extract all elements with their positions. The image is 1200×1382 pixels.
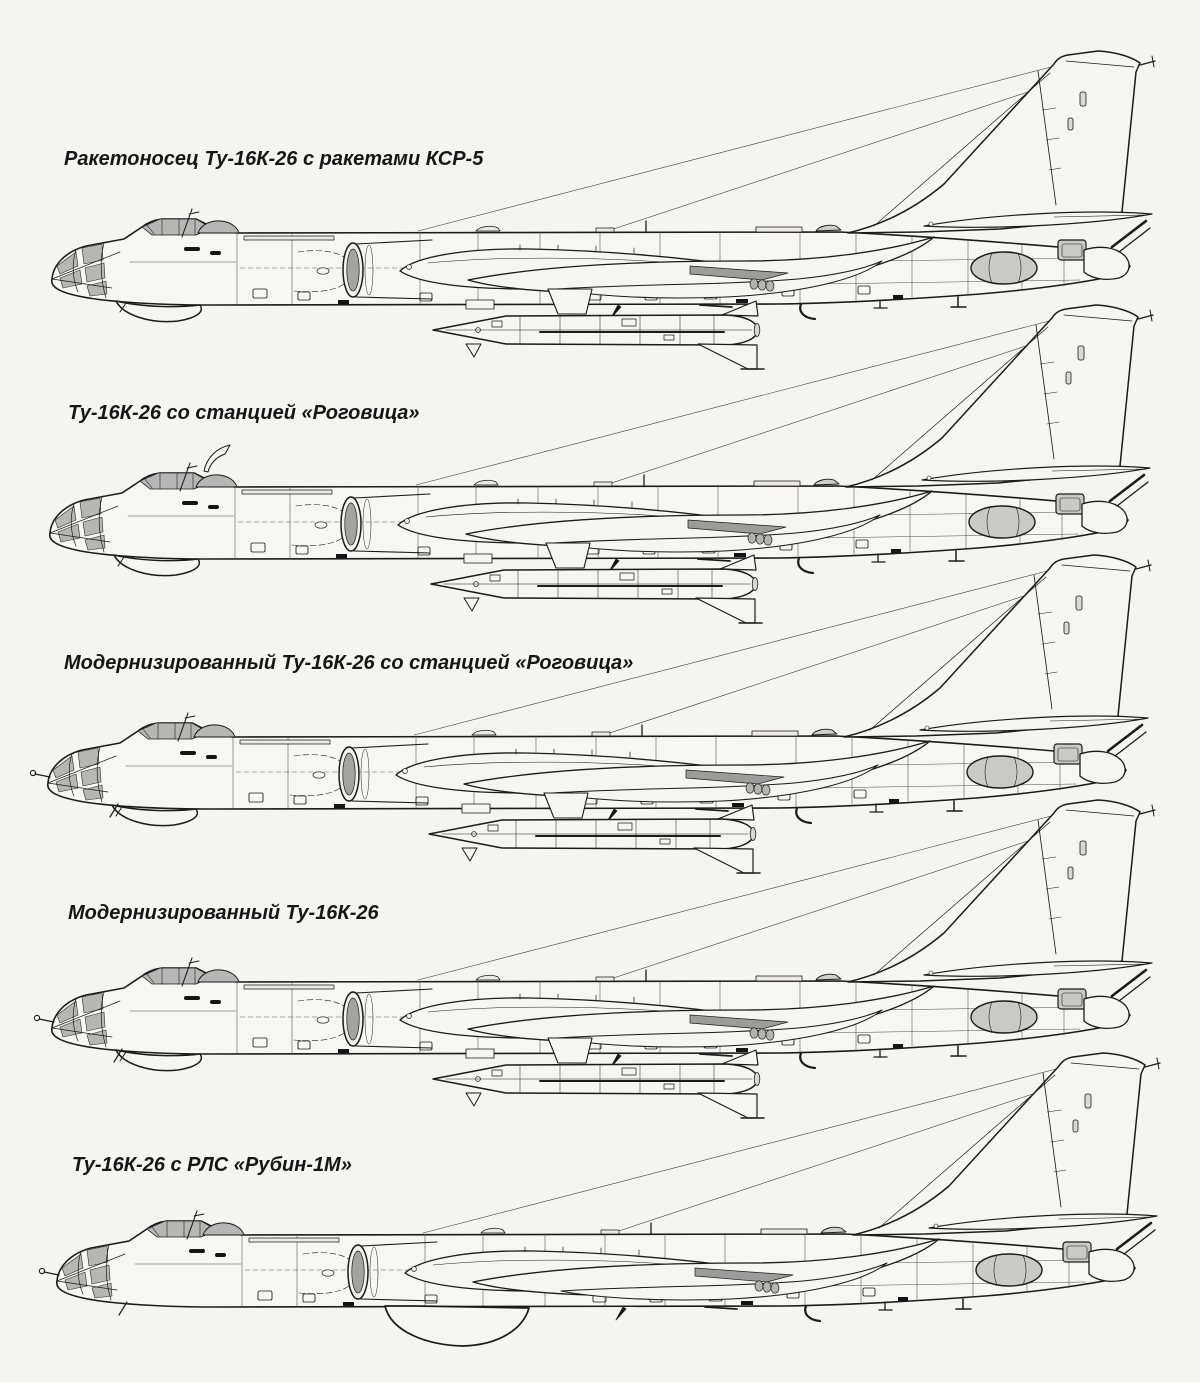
observation-blister [968,493,1085,539]
figure-label-3: Модернизированный Ту-16К-26 со станцией … [64,652,634,674]
engine-intake [291,493,431,554]
figure-label-2: Ту-16К-26 со станцией «Роговица» [68,402,420,424]
tail-fin [847,799,1156,983]
nose-probe [33,1014,123,1063]
tail-plane [928,1213,1158,1230]
tail-turret [1079,723,1147,784]
nose-glazing [51,242,121,299]
tail-turret [1081,473,1149,534]
tail-fin [847,50,1156,234]
missile-ksr5 [432,1037,765,1119]
figure-label-1: Ракетоносец Ту-16К-26 с ракетами КСР-5 [64,148,484,170]
aircraft-drawing-3 [29,554,1152,874]
cockpit-canopy [146,1220,226,1257]
missile-ksr5 [432,288,765,370]
nose-probe [38,1267,128,1316]
figure-label-4: Модернизированный Ту-16К-26 [68,902,379,924]
dorsal-dome [181,957,842,990]
aircraft-drawing-2 [49,304,1154,624]
tail-fin [843,554,1152,738]
tail-plane [923,960,1153,977]
dorsal-dome [186,1210,847,1243]
dorsal-dome [177,712,838,745]
tail-plane [919,715,1149,732]
wing-fairings [404,1238,940,1301]
ventral-details [610,296,967,321]
blade-antenna [203,444,231,473]
engine-intake [289,743,429,804]
nose-glazing [56,1244,126,1301]
tail-turret [1088,1221,1156,1282]
wing-fairings [399,236,935,299]
nose-glazing [47,746,117,803]
nose-probe [29,769,119,818]
belly-radome [384,1305,530,1347]
observation-blister [970,239,1087,285]
observation-blister [970,988,1087,1034]
missile-ksr5 [428,792,761,874]
figure-label-5: Ту-16К-26 с РЛС «Рубин-1М» [72,1154,352,1176]
observation-blister [966,743,1083,789]
tail-turret [1083,219,1151,280]
engine-intake [298,1241,438,1302]
aircraft-drawing-4 [33,799,1156,1119]
wing-fairings [399,985,935,1048]
tail-turret [1083,968,1151,1029]
dorsal-dome [179,462,840,495]
engine-intake [293,988,433,1049]
chin-radome [113,554,200,577]
engine-intake [293,239,433,300]
ventral-details [615,1298,972,1323]
chin-radome [111,804,198,827]
nose-glazing [49,496,119,553]
ventral-details [606,800,963,825]
aircraft-drawing-1 [51,50,1156,370]
tail-plane [923,211,1153,228]
ventral-details [608,550,965,575]
wing-fairings [395,740,931,803]
chin-radome [115,300,202,323]
aircraft-drawing-5 [38,1052,1161,1347]
ventral-details [610,1045,967,1070]
wing-fairings [397,490,933,553]
tail-plane [921,465,1151,482]
tail-fin [845,304,1154,488]
chin-radome [115,1049,202,1072]
missile-ksr5 [430,542,763,624]
dorsal-dome [181,208,842,241]
tail-fin [852,1052,1161,1236]
nose-glazing [51,991,121,1048]
